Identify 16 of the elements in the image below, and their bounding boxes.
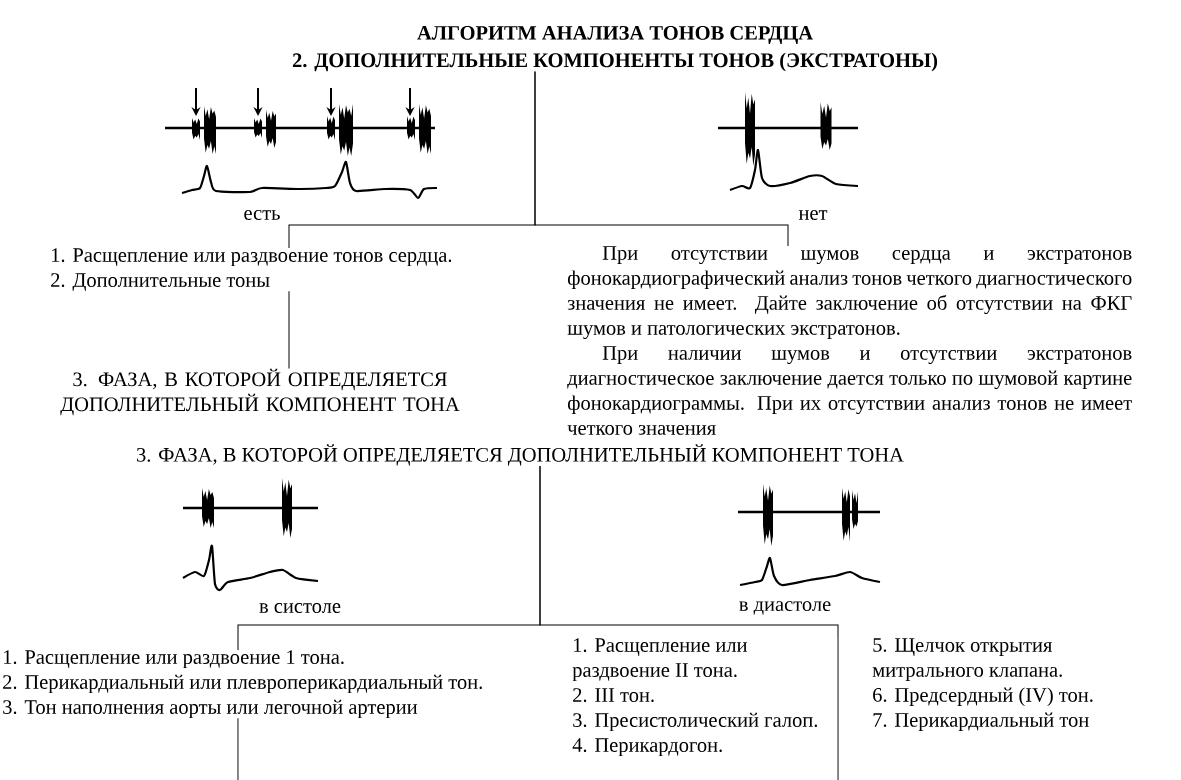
title: АЛГОРИТМ АНАЛИЗА ТОНОВ СЕРДЦА: [417, 26, 813, 44]
list-text: 1. Расщепление или раздвоение II тона. 2. III тон. 3. Пресистолический галоп. 4. Перикардогон. 5. Щелчок открытия митрального клапана. 6. Предсердный (IV) тон. 7. Перикардиальный тон: [572, 638, 1093, 757]
list-text: 1. Расщепление или раздвоение тонов сердца. 2. Дополнительные тоны: [51, 248, 452, 292]
node-label: в систоле: [259, 603, 341, 613]
node-label: в диастоле: [739, 601, 831, 615]
node-label: есть: [244, 210, 280, 220]
connector-line: [288, 290, 290, 369]
paragraph-text: При отсутствии шумов сердца и экстратонов фонокардиографический анализ тонов четкого диагностического значения не имеет. Дайте заключение об отсутствии на ФКГ шумов и патологических экстратонов. При наличии шумов и отсутствии экстратонов диагностическое заключение дается только по шумовой картине фонокардиограммы. При их отсутствии анализ тонов не имеет четкого значения: [567, 246, 1132, 435]
heading: 3. ФАЗА, В КОТОРОЙ ОПРЕДЕЛЯЕТСЯ ДОПОЛНИТЕЛЬНЫЙ КОМПОНЕНТ ТОНА: [60, 368, 460, 416]
connector-line: [539, 465, 839, 639]
node-label: нет: [798, 210, 828, 220]
heading: 3. ФАЗА, В КОТОРОЙ ОПРЕДЕЛЯЕТСЯ ДОПОЛНИТЕЛЬНЫЙ КОМПОНЕНТ ТОНА: [137, 444, 904, 466]
connector-line: [534, 71, 789, 247]
list-text: 1. Расщепление или раздвоение 1 тона. 2. Перикардиальный или плевроперикардиальный тон. 3. Тон наполнения аорты или легочной артерии: [3, 650, 482, 719]
connector-line: [237, 717, 239, 780]
heading: 2. ДОПОЛНИТЕЛЬНЫЕ КОМПОНЕНТЫ ТОНОВ (ЭКСТРАТОНЫ): [292, 52, 938, 72]
